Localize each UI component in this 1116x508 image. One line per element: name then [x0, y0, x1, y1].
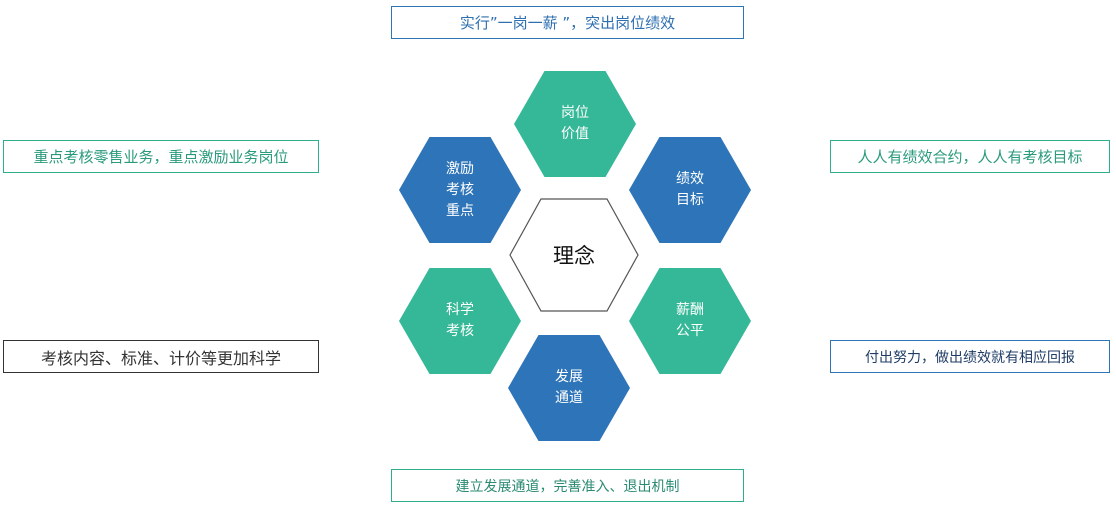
hexagon-bottom: 发展 通道 — [508, 335, 630, 441]
center-hexagon — [509, 198, 639, 312]
hexagon-upper-right: 绩效 目标 — [629, 137, 751, 243]
box-left-top: 重点考核零售业务，重点激励业务岗位 — [3, 140, 319, 173]
box-left-bottom: 考核内容、标准、计价等更加科学 — [3, 340, 319, 373]
box-bottom: 建立发展通道，完善准入、退出机制 — [391, 469, 744, 502]
box-top: 实行”一岗一薪 ”，突出岗位绩效 — [391, 6, 744, 39]
hexagon-lower-left: 科学 考核 — [399, 268, 521, 374]
hexagon-lower-right: 薪酬 公平 — [629, 268, 751, 374]
box-right-bottom: 付出努力，做出绩效就有相应回报 — [830, 340, 1110, 373]
hexagon-upper-left: 激励 考核 重点 — [399, 137, 521, 243]
box-right-top: 人人有绩效合约，人人有考核目标 — [830, 140, 1110, 173]
center-label: 理念 — [553, 244, 595, 268]
hexagon-top: 岗位 价值 — [514, 71, 636, 177]
